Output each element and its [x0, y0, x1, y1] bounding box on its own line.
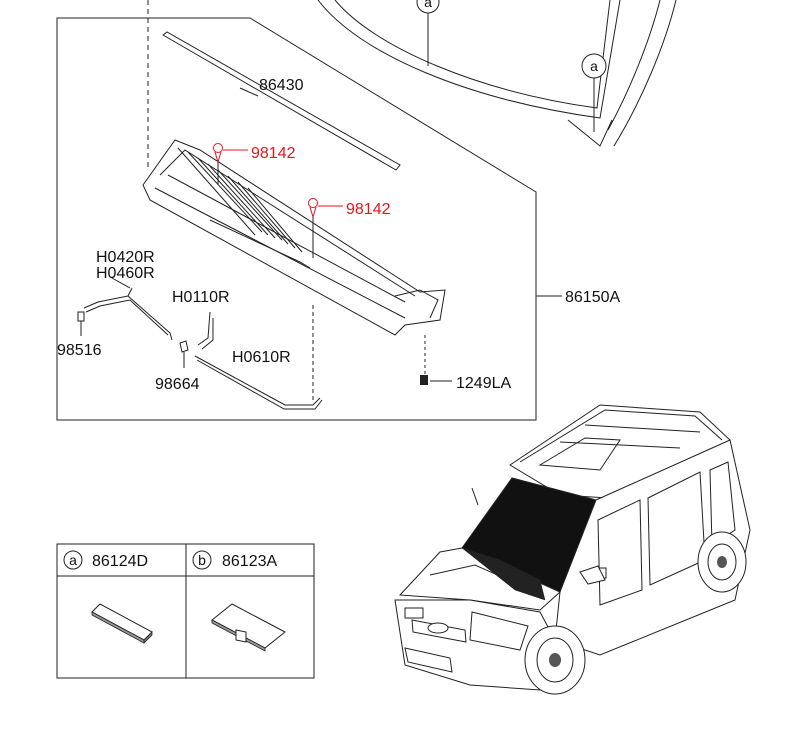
- label-hose-pair-top: H0420R: [96, 249, 155, 266]
- svg-text:a: a: [69, 552, 77, 568]
- legend-table: a 86124D b 86123A: [56, 543, 315, 679]
- screw-upper: [213, 143, 248, 185]
- svg-text:a: a: [590, 58, 598, 74]
- svg-text:b: b: [198, 552, 206, 568]
- screw-lower: [308, 198, 343, 258]
- label-bolt: 1249LA: [456, 375, 511, 392]
- svg-text:a: a: [424, 0, 432, 10]
- label-grommet: 98664: [155, 376, 200, 393]
- windshield-glass: [317, 0, 677, 147]
- label-nozzle: 98516: [57, 342, 102, 359]
- vehicle-illustration: [394, 404, 751, 695]
- legend-part-b: 86123A: [222, 553, 277, 570]
- label-hose-long: H0610R: [232, 349, 291, 366]
- washer-hose-long: [194, 355, 323, 410]
- legend-cell-b: b 86123A: [192, 550, 286, 652]
- label-screw-upper: 98142: [251, 145, 296, 162]
- front-wheel: [524, 625, 586, 695]
- assembly-frame: [56, 17, 537, 421]
- molding-strip: [162, 31, 401, 171]
- label-molding: 86430: [259, 77, 304, 94]
- legend-part-a: 86124D: [92, 553, 148, 570]
- washer-hose-upper: [83, 277, 173, 341]
- label-hose-pair-bottom: H0460R: [96, 265, 155, 282]
- bolt: [420, 335, 452, 385]
- rear-wheel: [697, 531, 747, 593]
- washer-hose-short: [197, 311, 214, 350]
- label-hose-short: H0110R: [172, 289, 230, 306]
- legend-cell-a: a 86124D: [63, 550, 153, 644]
- grommet: [179, 340, 189, 368]
- label-cowl-panel: 86150A: [565, 289, 620, 306]
- clip-pad-icon: [211, 603, 286, 652]
- rectangular-pad-icon: [91, 603, 153, 644]
- label-screw-lower: 98142: [346, 201, 391, 218]
- reference-mark-a-top: a: [416, 0, 440, 14]
- washer-nozzle: [77, 311, 85, 336]
- cowl-panel: [142, 139, 446, 336]
- reference-mark-a-right: a: [581, 53, 607, 79]
